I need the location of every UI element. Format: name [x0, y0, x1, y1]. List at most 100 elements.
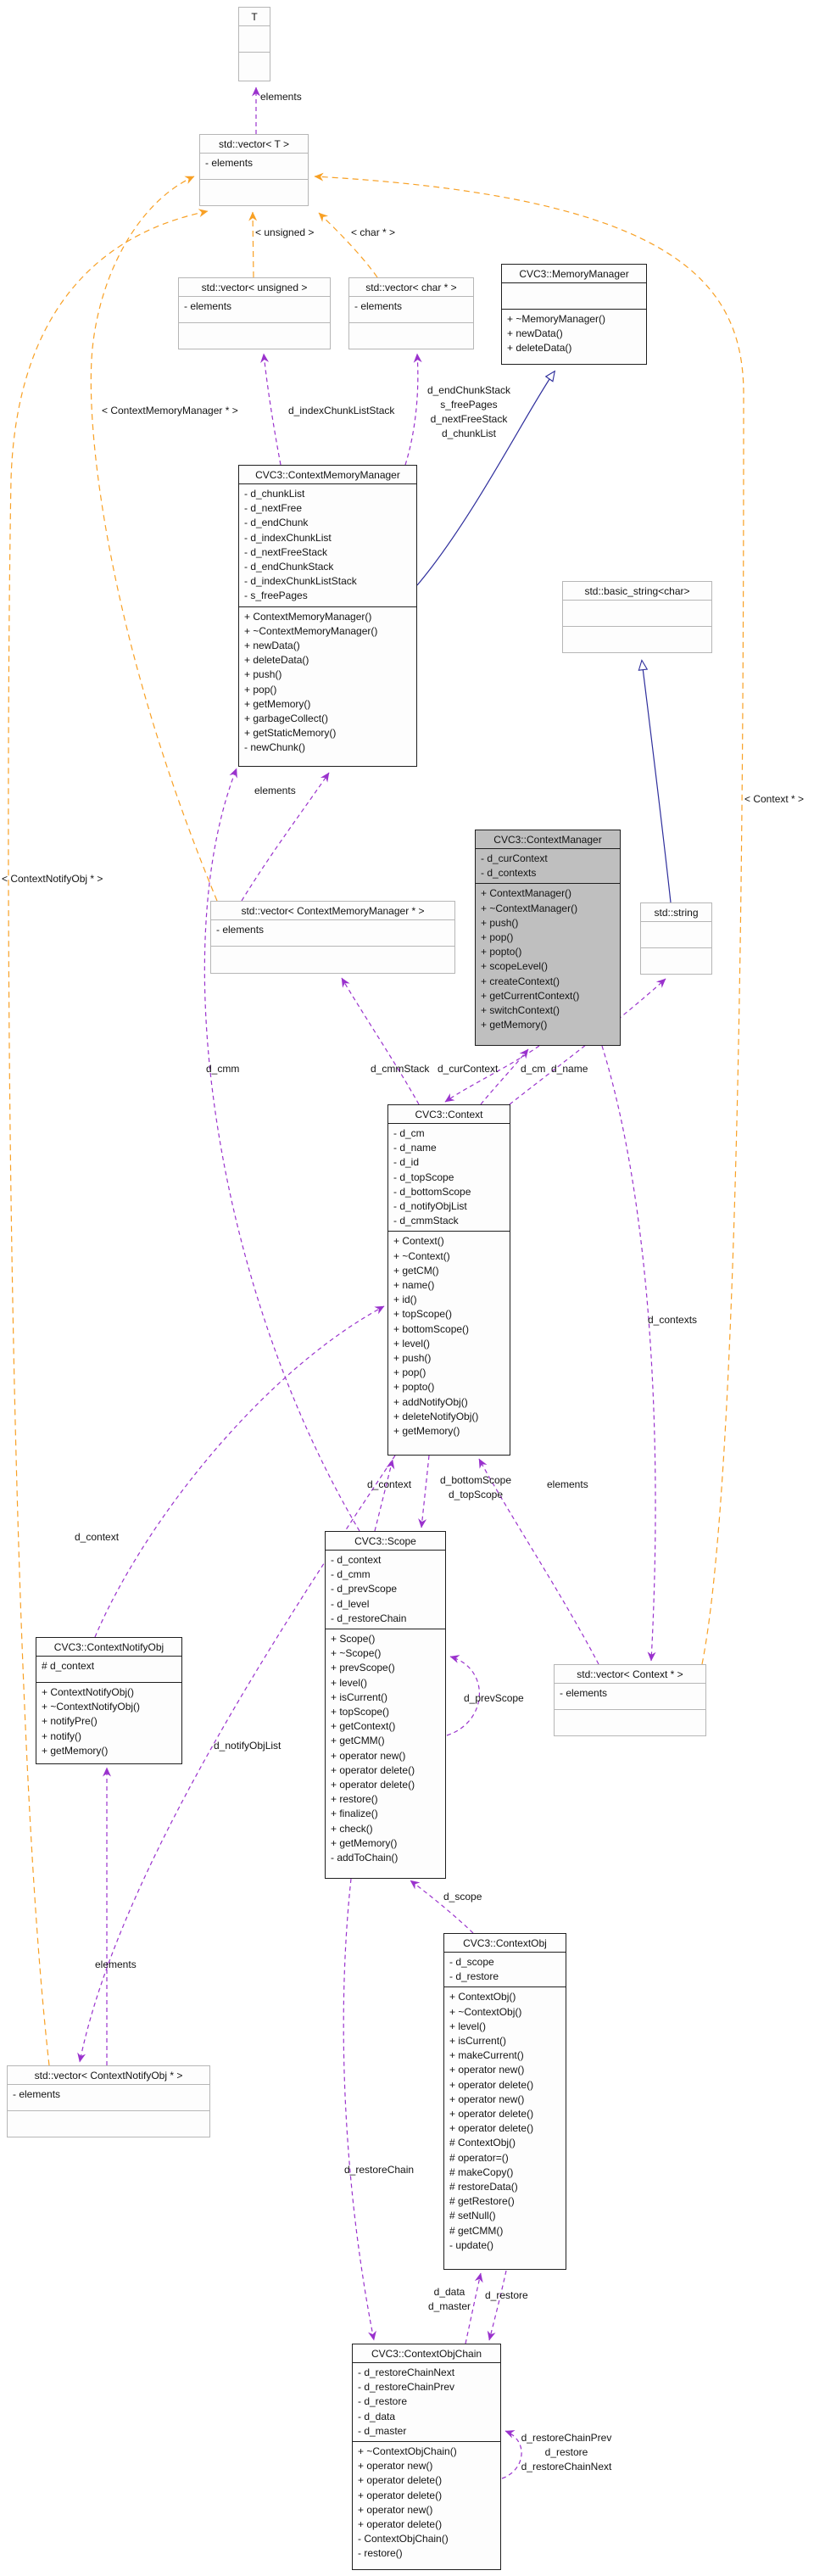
class-basic-string[interactable]: std::basic_string<char>: [562, 581, 712, 653]
attribute-row: - d_restoreChainNext: [358, 2366, 455, 2378]
contextobj-attributes: - d_scope- d_restore: [444, 1952, 566, 1986]
context-attributes: - d_cm- d_name- d_id- d_topScope- d_bott…: [388, 1123, 510, 1231]
class-vector-cmm[interactable]: std::vector< ContextMemoryManager * >- e…: [210, 901, 455, 974]
edge-chunk-stacks: [404, 353, 422, 466]
edge-label-d_notifyObjList: d_notifyObjList: [214, 1740, 282, 1752]
method-row: + garbageCollect(): [244, 712, 329, 725]
attribute-row: - s_freePages: [244, 590, 308, 602]
method-row: + getMemory(): [244, 697, 311, 710]
edge-label-d_cm: d_cm: [521, 1063, 546, 1075]
attribute-row: - elements: [13, 2088, 61, 2100]
method-row: + operator delete(): [358, 2474, 443, 2487]
class-title-string: std::string: [654, 907, 699, 919]
basic-string-attributes: [563, 600, 711, 626]
vector-charp-methods: [349, 322, 473, 349]
method-row: - update(): [449, 2238, 494, 2251]
method-row: + getCurrentContext(): [481, 989, 580, 1002]
method-row: + getMemory(): [393, 1425, 460, 1438]
edge-inherit-string-basicstring: [638, 659, 672, 903]
method-row: + ~Scope(): [331, 1647, 382, 1660]
class-title-contextnotifyobj: CVC3::ContextNotifyObj: [53, 1641, 164, 1653]
edge-d_cmmStack: [341, 977, 420, 1105]
attribute-row: - elements: [560, 1687, 608, 1699]
edge-d_indexChunkListStack: [260, 353, 282, 466]
method-row: + newData(): [507, 327, 563, 340]
contextobjchain-methods: + ~ContextObjChain()+ operator new()+ op…: [353, 2441, 500, 2569]
attribute-row: - d_data: [358, 2410, 396, 2422]
class-contextnotifyobj[interactable]: CVC3::ContextNotifyObj# d_context+ Conte…: [36, 1637, 182, 1764]
attribute-row: - d_nextFreeStack: [244, 545, 328, 558]
class-vector-cno[interactable]: std::vector< ContextNotifyObj * >- eleme…: [7, 2065, 210, 2137]
vector-unsigned-methods: [179, 322, 330, 349]
edge-label-d_scope: d_scope: [443, 1891, 482, 1903]
method-row: + operator new(): [358, 2460, 433, 2473]
method-row: + getCM(): [393, 1264, 439, 1277]
method-row: + ~ContextNotifyObj(): [42, 1701, 141, 1713]
edge-d_scope: [410, 1880, 474, 1934]
method-row: + Context(): [393, 1235, 444, 1248]
method-row: + getMemory(): [42, 1744, 109, 1757]
class-vector-t[interactable]: std::vector< T >- elements: [199, 134, 309, 206]
edge-template-cno: [8, 209, 209, 2066]
contextmemorymanager-methods: + ContextMemoryManager()+ ~ContextMemory…: [239, 606, 416, 766]
class-t[interactable]: T: [238, 7, 270, 81]
edge-label-elements-vcmm-cmm: elements: [254, 785, 296, 796]
class-contextmanager[interactable]: CVC3::ContextManager- d_curContext- d_co…: [475, 830, 621, 1046]
class-scope[interactable]: CVC3::Scope- d_context- d_cmm- d_prevSco…: [325, 1531, 446, 1879]
class-context[interactable]: CVC3::Context- d_cm- d_name- d_id- d_top…: [387, 1104, 510, 1456]
edge-template-unsigned: [248, 211, 258, 278]
edge-label-d_curContext: d_curContext: [438, 1063, 499, 1075]
edge-label-d_context-from-scope: d_context: [367, 1478, 412, 1490]
vector-context-methods: [555, 1709, 705, 1735]
class-title-vector-context: std::vector< Context * >: [577, 1668, 683, 1680]
edge-label-d_context-from-cno: d_context: [75, 1531, 120, 1543]
class-vector-context[interactable]: std::vector< Context * >- elements: [554, 1664, 706, 1736]
class-vector-unsigned[interactable]: std::vector< unsigned >- elements: [178, 277, 331, 349]
edge-label-tmpl-unsigned: < unsigned >: [255, 226, 315, 238]
method-row: + isCurrent(): [331, 1690, 388, 1703]
method-row: + notify(): [42, 1729, 82, 1742]
class-contextmemorymanager[interactable]: CVC3::ContextMemoryManager- d_chunkList-…: [238, 465, 417, 767]
attribute-row: - d_nextFree: [244, 502, 303, 515]
edge-d_data-d_master: [465, 2272, 483, 2344]
memorymanager-attributes: [502, 282, 646, 309]
edge-template-charp: [318, 212, 378, 278]
edge-label-d_restoreChain: d_restoreChain: [344, 2164, 415, 2176]
method-row: + notifyPre(): [42, 1715, 98, 1728]
class-string[interactable]: std::string: [640, 902, 712, 975]
method-row: + level(): [393, 1337, 431, 1349]
method-row: + ~ContextManager(): [481, 902, 578, 914]
class-title-scope: CVC3::Scope: [354, 1535, 416, 1547]
method-row: + level(): [449, 2020, 487, 2032]
method-row: + operator delete(): [331, 1763, 415, 1776]
class-contextobjchain[interactable]: CVC3::ContextObjChain- d_restoreChainNex…: [352, 2344, 501, 2570]
method-row: + switchContext(): [481, 1004, 560, 1017]
class-memorymanager[interactable]: CVC3::MemoryManager+ ~MemoryManager()+ n…: [501, 264, 647, 365]
attribute-row: - d_contexts: [481, 867, 537, 880]
edge-label-elements-vt-t: elements: [260, 91, 302, 103]
edge-label-tmpl-contextmemorymanager: < ContextMemoryManager * >: [102, 405, 238, 416]
vector-charp-attributes: - elements: [349, 296, 473, 322]
edge-d_context-cno-to-ctx: [94, 1305, 385, 1638]
method-row: + ~Context(): [393, 1249, 450, 1262]
class-contextobj[interactable]: CVC3::ContextObj- d_scope- d_restore+ Co…: [443, 1933, 566, 2270]
method-row: # operator=(): [449, 2151, 509, 2164]
method-row: + ~ContextObjChain(): [358, 2445, 457, 2458]
attribute-row: - d_topScope: [393, 1171, 454, 1183]
method-row: + Scope(): [331, 1633, 376, 1646]
attribute-row: - d_indexChunkList: [244, 531, 332, 544]
method-row: + bottomScope(): [393, 1322, 470, 1335]
method-row: + operator delete(): [358, 2518, 443, 2531]
method-row: + operator new(): [331, 1749, 406, 1762]
class-vector-charp[interactable]: std::vector< char * >- elements: [348, 277, 474, 349]
attribute-row: - d_endChunk: [244, 517, 309, 529]
vector-t-attributes: - elements: [200, 153, 308, 179]
method-row: + name(): [393, 1279, 435, 1292]
method-row: # makeCopy(): [449, 2165, 514, 2178]
edge-label-d_cmmStack: d_cmmStack: [371, 1063, 430, 1075]
method-row: + ContextNotifyObj(): [42, 1686, 135, 1698]
class-title-contextobj: CVC3::ContextObj: [463, 1937, 547, 1949]
method-row: - newChunk(): [244, 741, 306, 754]
